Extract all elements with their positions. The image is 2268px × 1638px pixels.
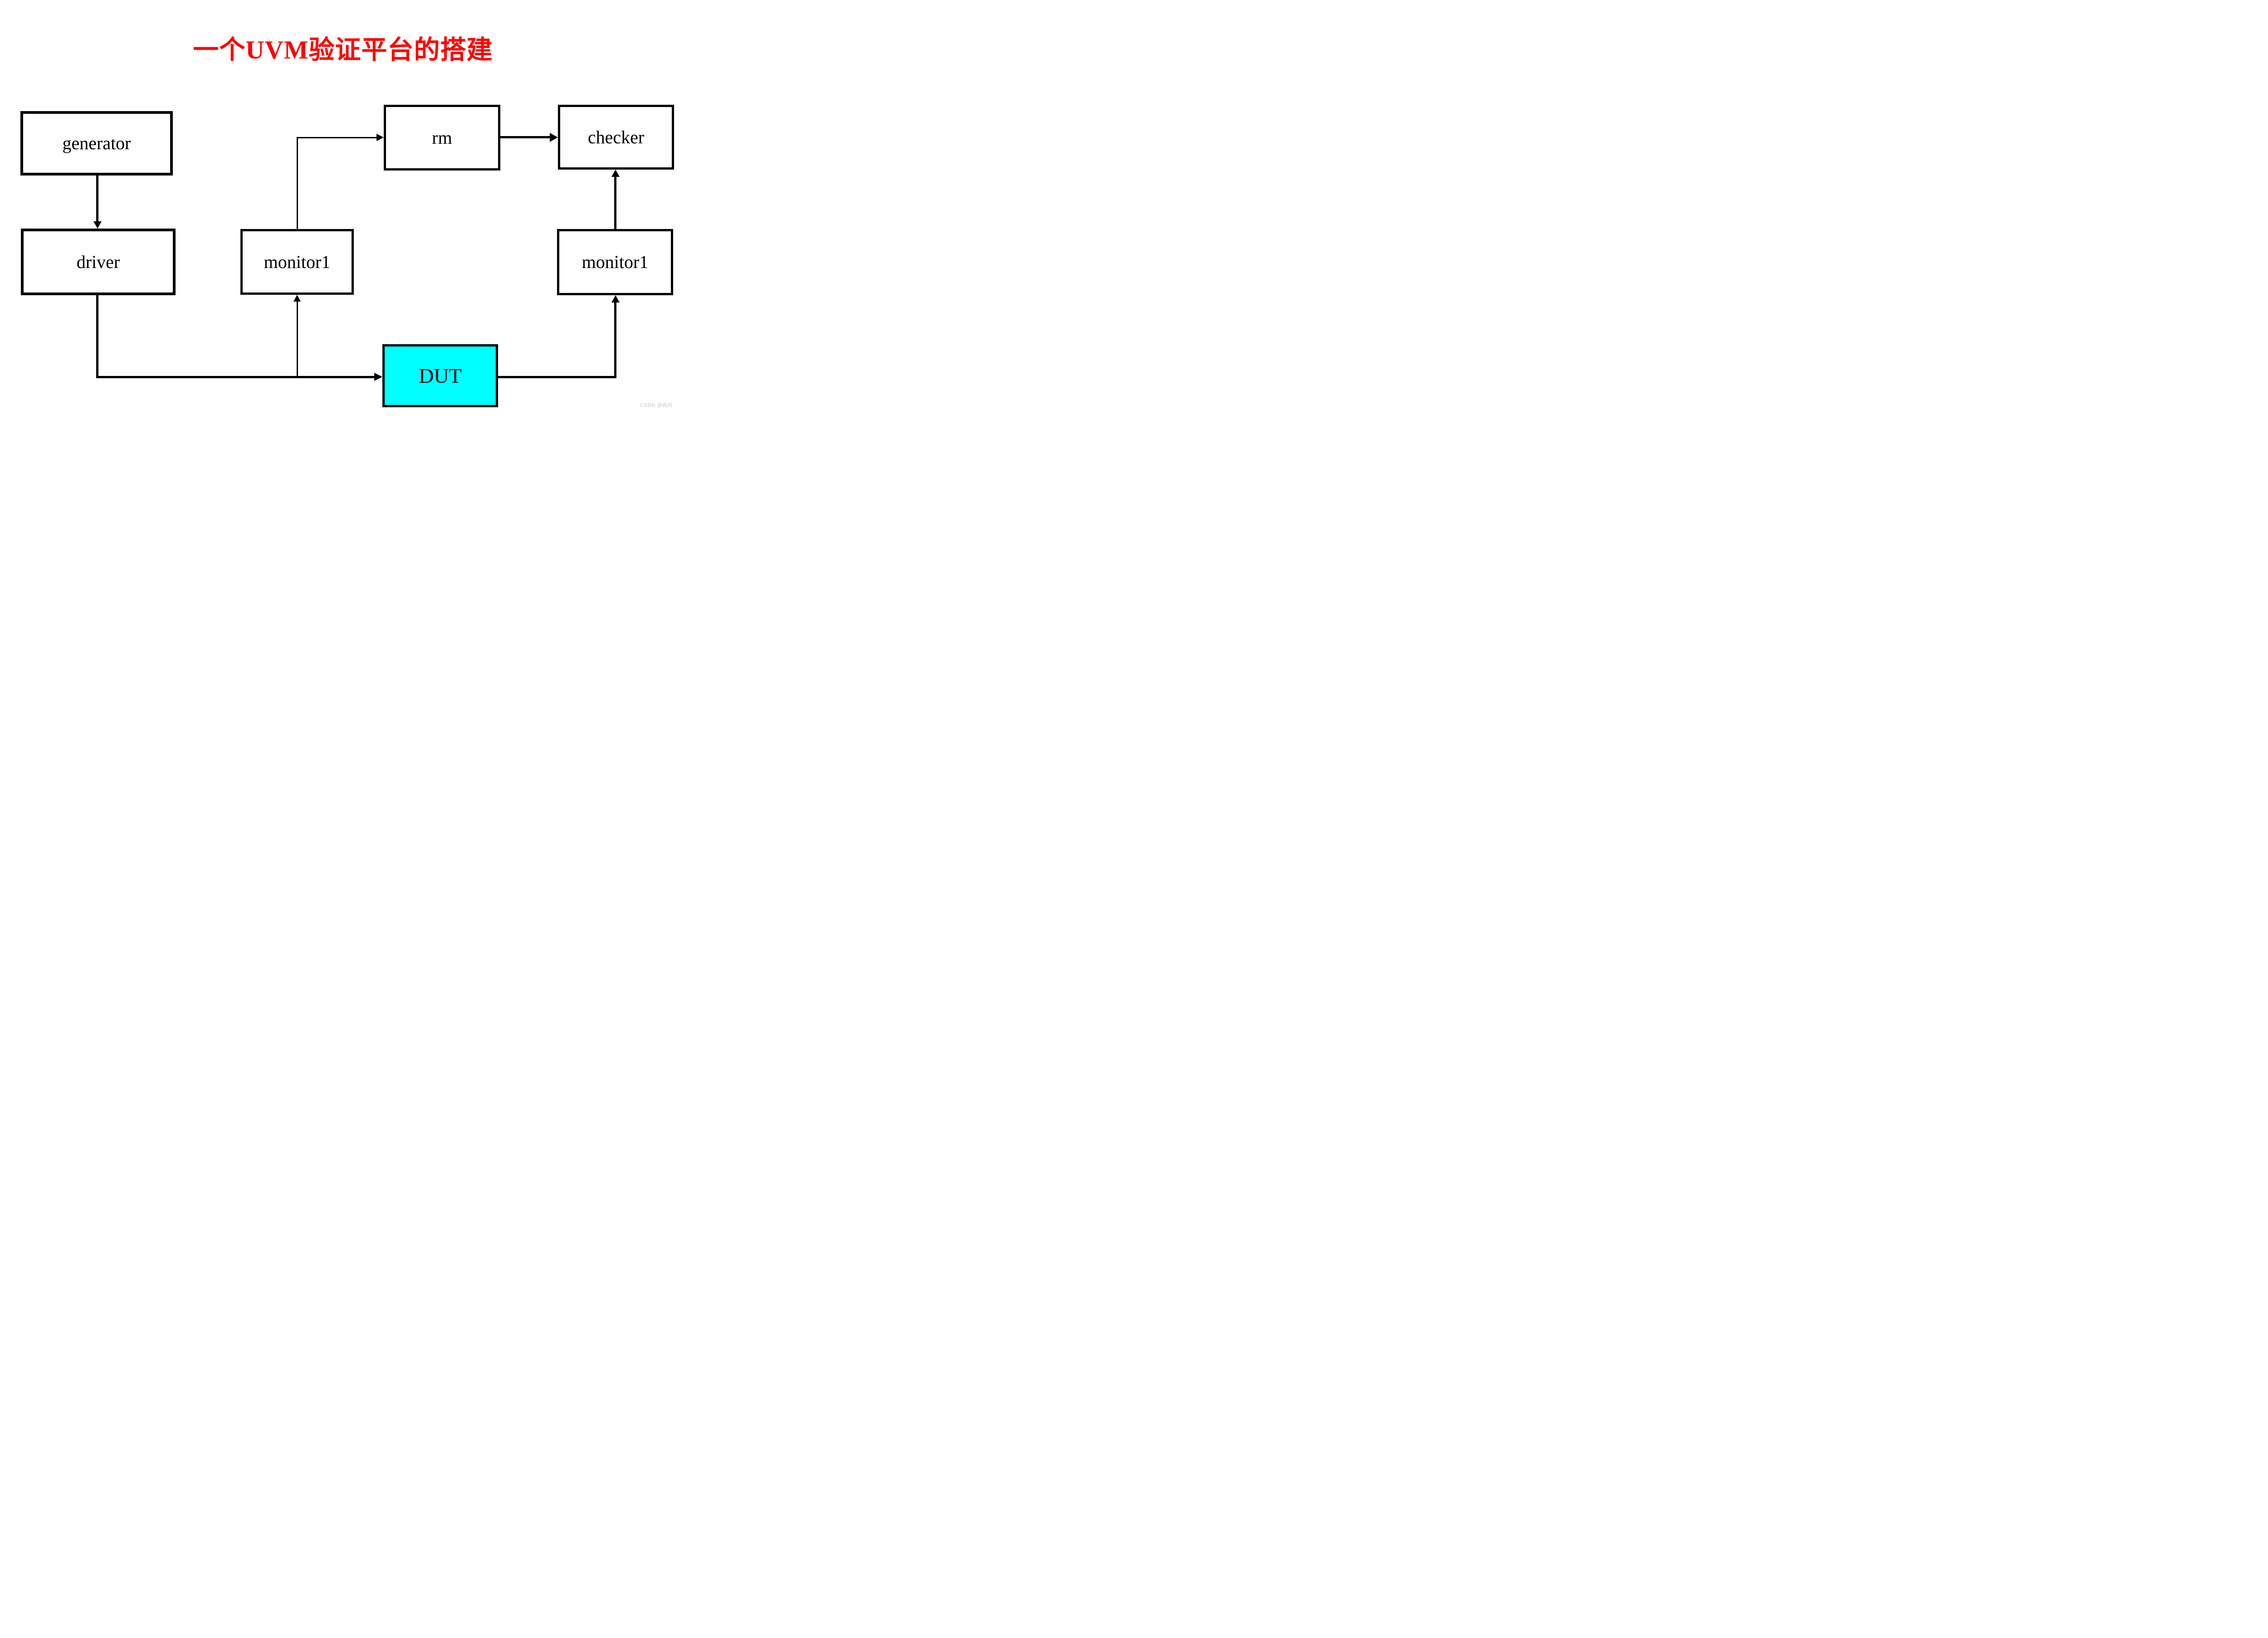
edge-monitor1-checker-arrowhead-icon	[611, 170, 620, 177]
edge-rm-checker-arrowhead-icon	[550, 133, 558, 142]
edge-driver-dut-arrowhead-icon	[374, 373, 382, 381]
edge-dut-monitor1-vertical-line	[614, 302, 616, 378]
edge-dut-monitor1-horizontal-line	[498, 376, 616, 378]
node-driver: driver	[21, 229, 176, 295]
edge-branch-monitor1-line	[297, 302, 298, 378]
node-monitor1-middle-label: monitor1	[264, 251, 331, 272]
node-monitor1-right: monitor1	[557, 229, 673, 295]
node-monitor1-middle: monitor1	[240, 229, 354, 295]
node-checker: checker	[558, 105, 674, 170]
edge-monitor1-rm-horizontal-line	[297, 137, 376, 138]
node-checker-label: checker	[587, 127, 645, 147]
edge-rm-checker-line	[500, 136, 550, 138]
edge-monitor1-checker-line	[614, 177, 616, 229]
node-generator-label: generator	[62, 133, 131, 153]
node-dut-label: DUT	[419, 364, 462, 387]
uvm-platform-diagram: 一个UVM验证平台的搭建 generator driver monitor1 r…	[0, 0, 675, 410]
edge-branch-monitor1-arrowhead-icon	[293, 295, 301, 302]
edge-generator-driver-line	[96, 176, 98, 221]
node-driver-label: driver	[76, 251, 120, 272]
edge-driver-dut-vertical-line	[96, 295, 98, 378]
node-rm-label: rm	[432, 127, 452, 148]
watermark: CSDN @向兴	[640, 403, 673, 408]
node-monitor1-right-label: monitor1	[582, 252, 649, 272]
edge-generator-driver-arrowhead-icon	[93, 221, 102, 229]
edge-monitor1-rm-arrowhead-icon	[376, 134, 384, 141]
node-rm: rm	[384, 105, 500, 171]
edge-driver-dut-horizontal-line	[96, 376, 374, 378]
node-generator: generator	[20, 111, 173, 176]
edge-monitor1-rm-vertical-line	[297, 137, 298, 229]
page-title: 一个UVM验证平台的搭建	[193, 36, 493, 64]
node-dut: DUT	[382, 344, 498, 407]
edge-dut-monitor1-arrowhead-icon	[611, 295, 620, 302]
